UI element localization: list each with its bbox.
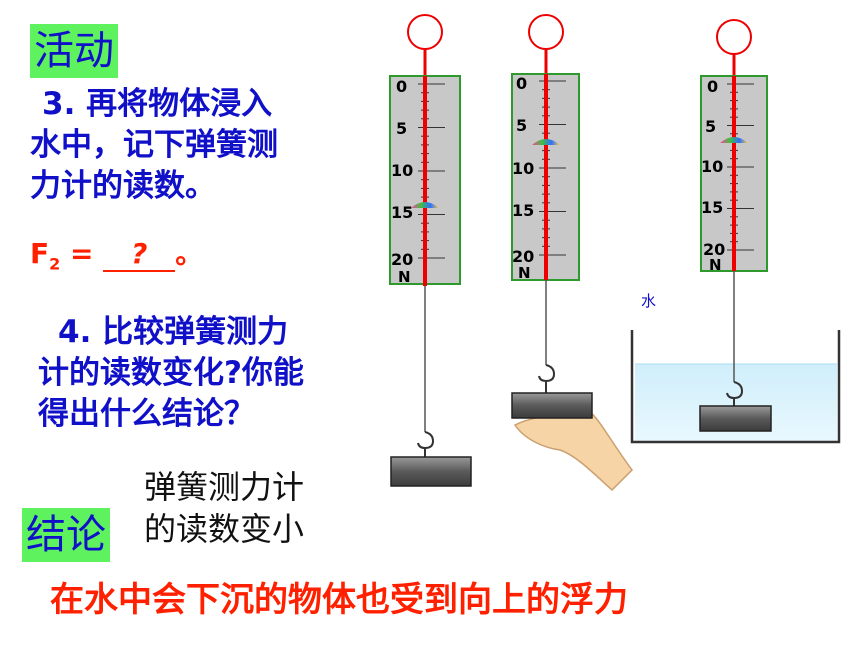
scale1-ring — [407, 14, 443, 50]
scale2-label-20: 20 — [512, 247, 534, 266]
f2-blank: ? — [103, 237, 176, 272]
step4-line3: 得出什么结论？ — [38, 396, 255, 432]
f2-answer: ? — [131, 237, 148, 270]
step4-text: 4. 比较弹簧测力 计的读数变化?你能 得出什么结论？ — [38, 312, 368, 435]
scale3-label-5: 5 — [705, 117, 716, 136]
step3-line2: 水中，记下弹簧测 — [30, 127, 278, 163]
step3-line1: 3. 再将物体浸入 — [42, 86, 273, 122]
scale1-unit: N — [398, 268, 411, 286]
spring-scale-2: 0 5 10 15 20 N — [511, 14, 633, 492]
bottom-statement: 在水中会下沉的物体也受到向上的浮力 — [50, 580, 628, 620]
f2-subscript: 2 — [49, 254, 61, 274]
f2-label: F — [30, 237, 50, 270]
scale2-unit: N — [518, 264, 531, 282]
scale1-hook — [417, 431, 435, 457]
spring-scale-1: 0 5 10 15 20 N — [389, 14, 472, 487]
scale2-hook — [538, 364, 556, 393]
scale2-label-5: 5 — [516, 116, 527, 135]
conclusion-tag: 结论 — [22, 508, 110, 562]
scale1-label-15: 15 — [391, 203, 413, 222]
f2-end: 。 — [175, 237, 204, 270]
scale1-block — [390, 456, 472, 487]
activity-tag: 活动 — [30, 24, 118, 78]
scale2-ring — [528, 14, 564, 50]
scale3-label-15: 15 — [701, 198, 723, 217]
f2-equation: F2 = ? 。 — [30, 232, 203, 274]
f2-eq: = — [60, 237, 94, 270]
step4-line1: 4. 比较弹簧测力 — [58, 314, 289, 350]
scale3-block — [699, 405, 772, 432]
scale1-label-10: 10 — [391, 161, 413, 180]
step4-line2: 计的读数变化?你能 — [38, 355, 304, 391]
step3-line3: 力计的读数。 — [30, 168, 216, 204]
scale3-hook — [726, 381, 744, 406]
scale1-label-0: 0 — [396, 77, 407, 96]
scale2-label-0: 0 — [516, 74, 527, 93]
scale2-block — [511, 392, 593, 419]
hand-shape — [513, 411, 633, 492]
scale2-pointer — [532, 139, 560, 145]
scale3-label-0: 0 — [707, 77, 718, 96]
scale1-label-5: 5 — [396, 119, 407, 138]
scale1-ticks — [418, 83, 445, 259]
beaker — [630, 330, 841, 444]
scale1-pointer — [411, 202, 439, 208]
scale1-label-20: 20 — [391, 250, 413, 269]
scale2-label-15: 15 — [512, 201, 534, 220]
step3-text: 3. 再将物体浸入 水中，记下弹簧测 力计的读数。 — [30, 84, 360, 207]
spring-scale-3: 0 5 10 15 20 N 水 — [630, 19, 841, 444]
scale3-unit: N — [709, 256, 722, 274]
scale2-label-10: 10 — [512, 159, 534, 178]
conclusion-line2: 的读数变小 — [144, 510, 305, 548]
conclusion-line1: 弹簧测力计 — [144, 468, 305, 506]
water-label: 水 — [641, 292, 656, 310]
scale3-label-10: 10 — [701, 157, 723, 176]
scale3-label-20: 20 — [703, 240, 725, 259]
scale3-pointer — [720, 137, 748, 143]
conclusion-text: 弹簧测力计 的读数变小 — [144, 466, 304, 550]
scale3-ring — [716, 19, 752, 55]
